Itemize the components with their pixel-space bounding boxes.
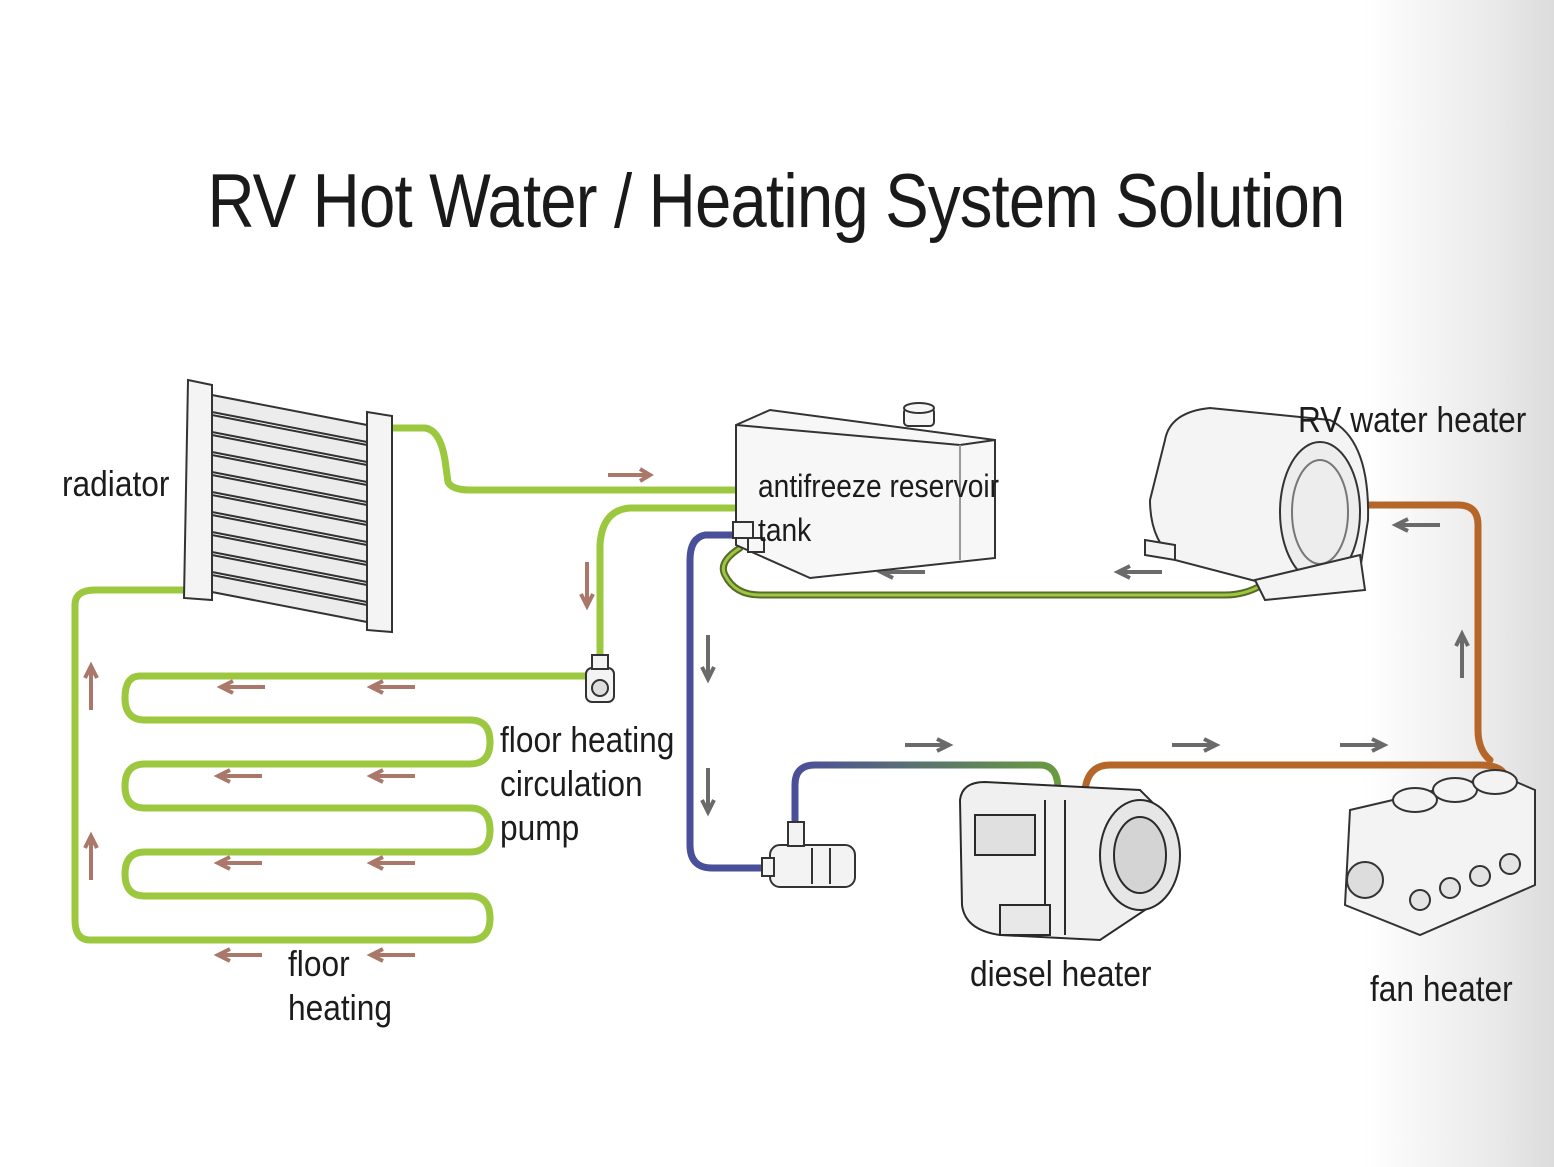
arrow-left [213, 855, 262, 871]
label-diesel-heater: diesel heater [970, 953, 1152, 994]
radiator-illustration [182, 378, 393, 634]
arrow-right [1172, 737, 1221, 753]
diesel-pump-illustration [761, 821, 856, 888]
arrow-right [905, 737, 954, 753]
label-line: pump [500, 807, 580, 848]
floor-pump-illustration [585, 654, 615, 703]
rv-water-heater-illustration [1144, 406, 1370, 602]
arrow-left [1391, 517, 1440, 533]
label-line: heating [288, 987, 392, 1028]
arrow-down [579, 562, 595, 611]
label-line: circulation [500, 763, 643, 804]
label-rv-water-heater: RV water heater [1298, 399, 1527, 440]
fan-heater-illustration [1343, 769, 1536, 937]
arrow-up [1454, 629, 1470, 678]
label-line: floor heating [500, 719, 675, 760]
label-antifreeze-reservoir: antifreeze reservoir [758, 468, 1000, 504]
label-line: floor [288, 943, 350, 984]
pipe-radiator-to-reservoir [388, 424, 744, 494]
arrow-left [366, 679, 415, 695]
label-floor-heating-pump: floor heating circulation pump [500, 718, 702, 850]
arrow-right [1340, 737, 1389, 753]
antifreeze-reservoir-illustration [732, 402, 996, 580]
pipe-reservoir-to-pump [136, 504, 744, 680]
arrow-left [366, 855, 415, 871]
pipe-fan-to-waterheater [1356, 501, 1494, 764]
label-fan-heater: fan heater [1370, 968, 1513, 1009]
page-title: RV Hot Water / Heating System Solution [207, 159, 1345, 244]
pipe-floor-heating-loop [71, 586, 494, 944]
arrow-down [700, 768, 716, 817]
arrow-left [216, 679, 265, 695]
arrow-left [213, 947, 262, 963]
flow-arrows [83, 467, 1470, 963]
arrow-right [608, 467, 654, 483]
pipe-pump-to-diesel [791, 761, 1062, 839]
label-radiator: radiator [62, 463, 170, 504]
arrow-up [83, 661, 99, 710]
arrow-up [83, 831, 99, 880]
diesel-heater-illustration [958, 780, 1181, 942]
label-tank: tank [758, 512, 812, 548]
arrow-left [1113, 564, 1162, 580]
arrow-left [213, 768, 262, 784]
arrow-left [366, 768, 415, 784]
arrow-left [366, 947, 415, 963]
label-floor-heating: floor heating [288, 942, 490, 1030]
arrow-down [700, 635, 716, 684]
pipe-tank-to-diesel-pump [686, 531, 774, 872]
